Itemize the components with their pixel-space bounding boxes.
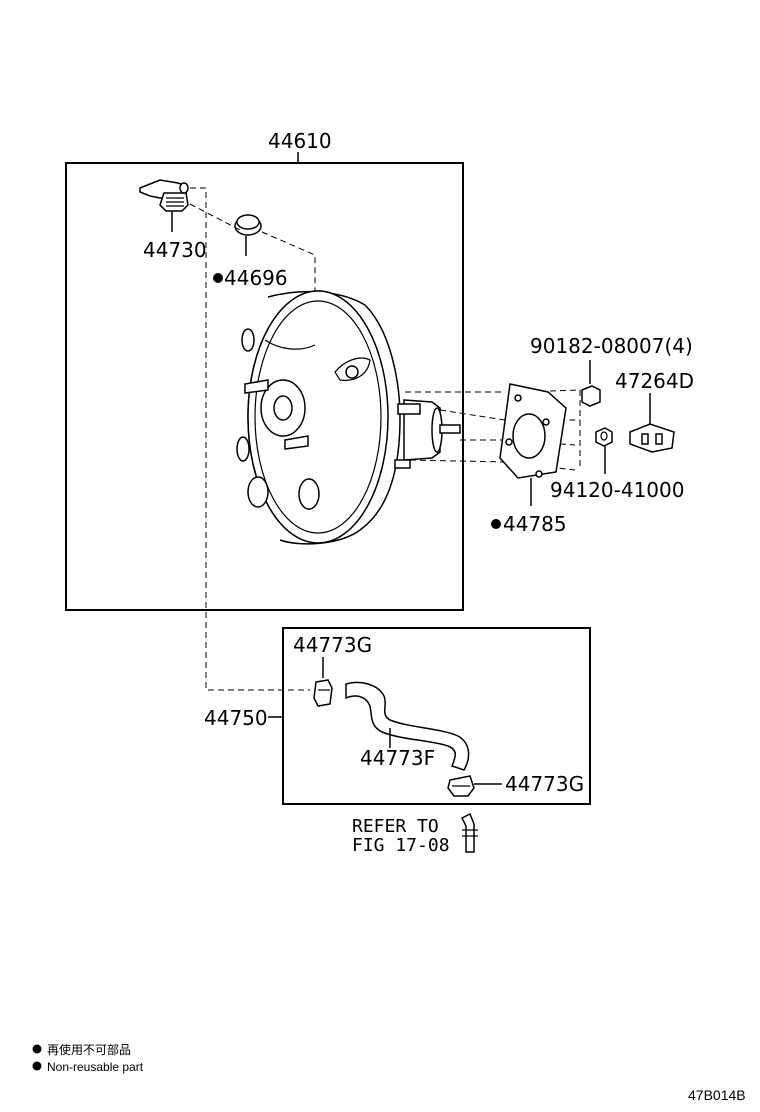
clevis-part[interactable] — [629, 423, 675, 453]
hose-part[interactable] — [345, 681, 470, 771]
callout-90182-08007[interactable]: 90182-08007(4) — [530, 334, 693, 358]
check-valve-part[interactable] — [139, 179, 189, 212]
pipe-fitting-part — [460, 812, 478, 853]
legend-bullet-1 — [32, 1044, 42, 1054]
nut-90182-part[interactable] — [581, 385, 601, 407]
figure-id: 47B014B — [688, 1087, 746, 1103]
callout-44730[interactable]: 44730 — [143, 238, 207, 262]
refer-to-line1[interactable]: REFER TO — [352, 816, 439, 837]
non-reusable-marker-44785 — [491, 519, 501, 529]
callout-44610[interactable]: 44610 — [268, 129, 332, 153]
gasket-part[interactable] — [499, 383, 567, 479]
callout-44773F[interactable]: 44773F — [360, 746, 435, 770]
callout-44696[interactable]: 44696 — [224, 266, 288, 290]
non-reusable-marker-44696 — [213, 273, 223, 283]
legend-line-japanese: 再使用不可部品 — [47, 1042, 131, 1057]
callout-44750[interactable]: 44750 — [204, 706, 268, 730]
callout-44773G-upper[interactable]: 44773G — [293, 633, 372, 657]
refer-to-line2[interactable]: FIG 17-08 — [352, 835, 450, 856]
callout-44773G-lower[interactable]: 44773G — [505, 772, 584, 796]
booster-assembly-frame — [65, 162, 464, 611]
grommet-part[interactable] — [234, 214, 262, 236]
clamp-upper-part[interactable] — [313, 679, 333, 707]
legend-bullet-2 — [32, 1061, 42, 1071]
callout-44785[interactable]: 44785 — [503, 512, 567, 536]
hose-assembly-frame — [282, 627, 591, 805]
brake-booster-body[interactable] — [236, 290, 461, 545]
nut-94120-part[interactable] — [595, 427, 613, 447]
callout-94120-41000[interactable]: 94120-41000 — [550, 478, 684, 502]
legend-line-english: Non-reusable part — [47, 1060, 144, 1074]
callout-47264D[interactable]: 47264D — [615, 369, 694, 393]
clamp-lower-part[interactable] — [447, 775, 475, 797]
